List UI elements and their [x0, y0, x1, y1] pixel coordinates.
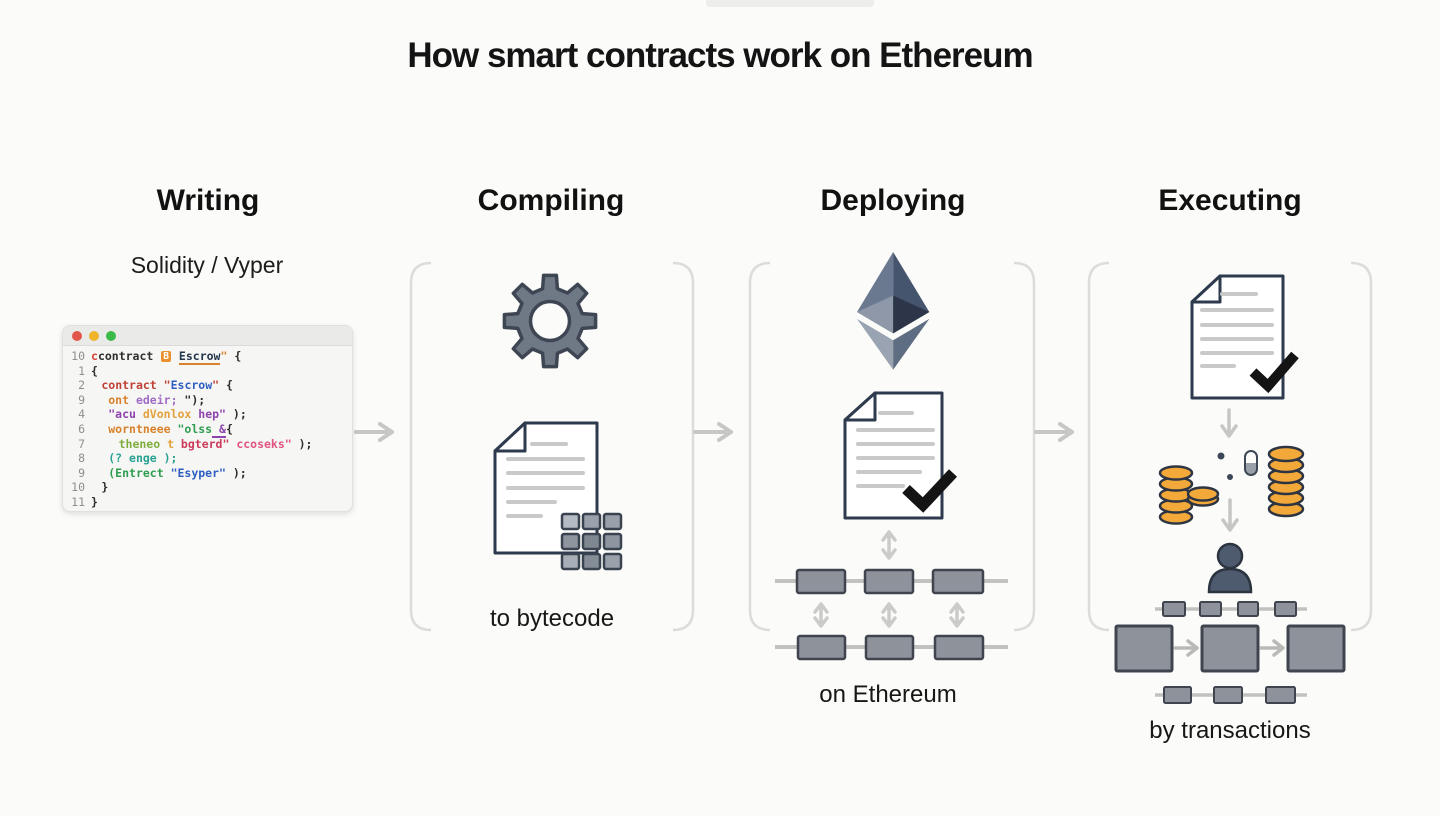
- executing-bracket: [1087, 261, 1373, 632]
- bytecode-grid-icon: [560, 512, 623, 571]
- coins-icon: [1158, 445, 1305, 525]
- top-decoration: [706, 0, 874, 7]
- column-header-compiling: Compiling: [477, 184, 625, 217]
- gas-capsule-icon: [1244, 450, 1258, 476]
- down-arrow-icon: [1221, 498, 1239, 532]
- transaction-chains-icon: [1114, 601, 1346, 704]
- arrow-writing-to-compiling-icon: [354, 422, 394, 442]
- maximize-button-icon: [106, 330, 116, 341]
- page-title: How smart contracts work on Ethereum: [407, 36, 1033, 75]
- writing-subtitle: Solidity / Vyper: [130, 252, 284, 278]
- arrow-deploying-to-executing-icon: [1034, 422, 1074, 442]
- sync-arrow-icon: [881, 530, 897, 560]
- deploying-bracket: [748, 261, 1036, 632]
- ethereum-logo-icon: [857, 252, 930, 370]
- gear-icon: [502, 273, 598, 369]
- code-line: 9(Entrect "Esyper" );: [78, 465, 247, 480]
- code-line: 10}: [71, 480, 109, 495]
- deployed-contract-document-icon: [843, 391, 958, 520]
- column-header-executing: Executing: [1158, 184, 1302, 217]
- deploying-caption: on Ethereum: [819, 681, 957, 708]
- compiling-caption: to bytecode: [489, 605, 615, 632]
- executed-contract-document-icon: [1190, 274, 1299, 400]
- code-line: 11}: [71, 494, 98, 509]
- checkmark-icon: [1249, 351, 1299, 394]
- compiling-bracket: [409, 261, 695, 632]
- user-icon: [1207, 542, 1253, 594]
- code-line: 4"acu dVonlox hep" );: [78, 407, 247, 422]
- minimize-button-icon: [89, 330, 99, 341]
- close-button-icon: [72, 330, 82, 341]
- code-line: 8(? enge );: [78, 451, 178, 466]
- arrow-compiling-to-deploying-icon: [693, 422, 733, 442]
- checkmark-icon: [902, 469, 958, 513]
- column-header-writing: Writing: [156, 184, 260, 217]
- executing-caption: by transactions: [1149, 717, 1311, 744]
- bytecode-document-icon: [493, 421, 623, 571]
- column-header-deploying: Deploying: [820, 184, 966, 217]
- window-titlebar: [63, 326, 352, 346]
- code-line: 1{: [78, 363, 98, 378]
- down-arrow-icon: [1220, 408, 1238, 438]
- blockchain-network-icon: [775, 568, 1008, 661]
